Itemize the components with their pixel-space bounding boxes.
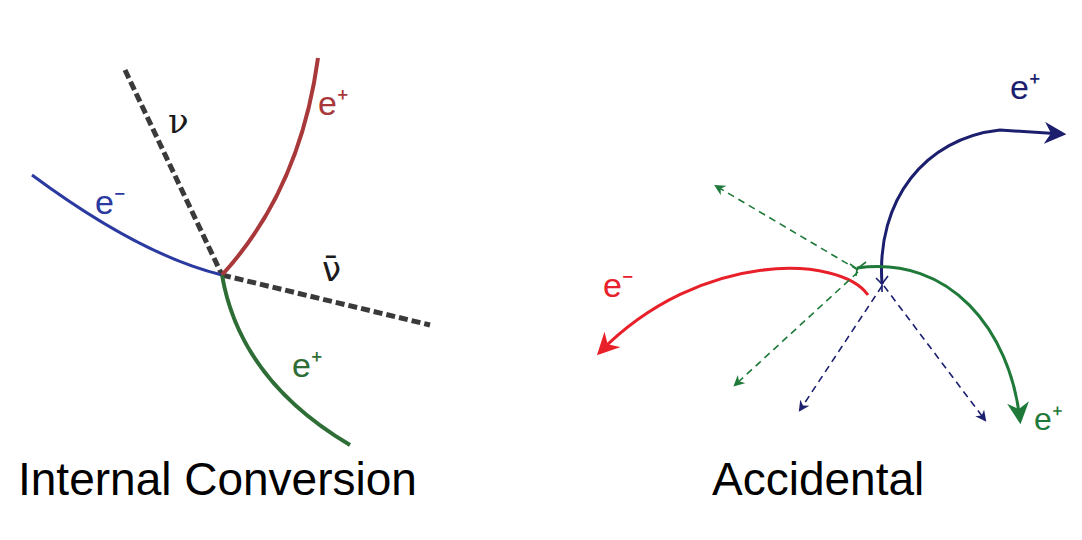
photon-track xyxy=(716,186,858,270)
positron-track xyxy=(857,267,1020,420)
photon-track xyxy=(884,286,985,420)
particle-label: e⁻ xyxy=(95,185,125,219)
panel-caption: Accidental xyxy=(712,456,924,502)
photon-track xyxy=(800,286,882,410)
panel-caption: Internal Conversion xyxy=(18,456,417,502)
photon-track xyxy=(735,272,858,385)
positron-track xyxy=(222,58,318,275)
particle-label: e⁺ xyxy=(1010,70,1040,104)
particle-label: e⁺ xyxy=(318,86,348,120)
particle-label: e⁺ xyxy=(1034,403,1063,435)
vertex-mark xyxy=(876,276,888,292)
electron-track xyxy=(32,175,222,275)
particle-label: ν̄ xyxy=(322,252,341,286)
particle-label: e⁺ xyxy=(292,348,322,382)
particle-label: e⁻ xyxy=(603,268,633,302)
electron-track xyxy=(600,268,868,352)
positron-track xyxy=(882,130,1062,284)
vertex-mark xyxy=(850,262,866,276)
positron-track xyxy=(222,275,350,445)
particle-label: ν xyxy=(168,104,189,138)
